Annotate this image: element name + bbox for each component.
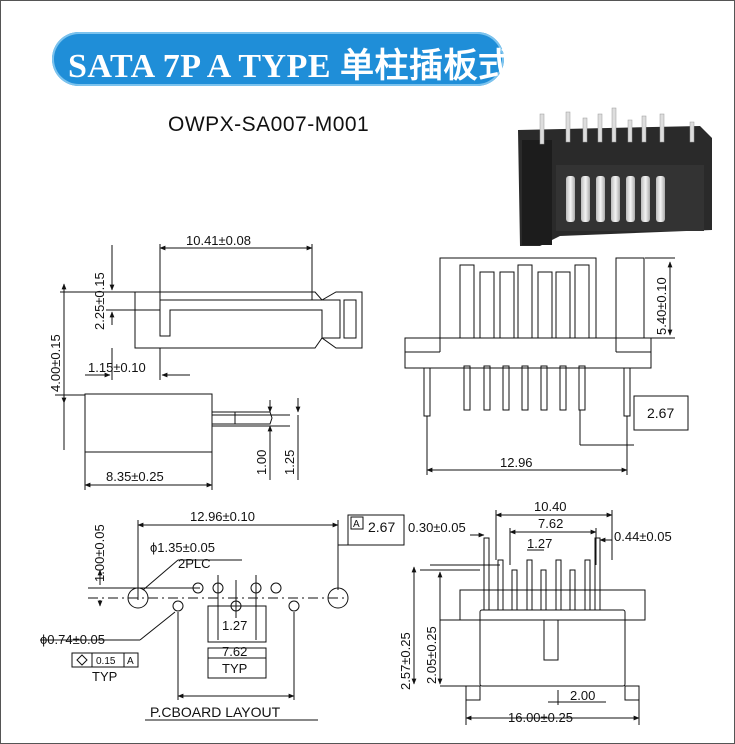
dim-12-96-tol: 12.96±0.10 (190, 509, 255, 524)
dim-phi-0-74: ϕ0.74±0.05 (40, 632, 105, 647)
dim-1-27-b: 1.27 (527, 536, 552, 551)
top-view-face (55, 244, 363, 450)
dim-1-27-box: 1.27 (222, 618, 247, 633)
dim-7-62: 7.62 (222, 644, 247, 659)
dimension-labels: 10.41±0.08 2.25±0.15 4.00±0.15 1.15±0.10… (40, 233, 674, 725)
dim-0-30: 0.30±0.05 (408, 520, 466, 535)
dim-4-00: 4.00±0.15 (48, 334, 63, 392)
dim-0-44: 0.44±0.05 (614, 529, 672, 544)
label-typ: TYP (92, 669, 117, 684)
dim-7-62-b: 7.62 (538, 516, 563, 531)
title-banner (52, 32, 504, 86)
label-2plc: 2PLC (178, 556, 211, 571)
connector-photo (518, 107, 712, 246)
dim-1-15: 1.15±0.10 (88, 360, 146, 375)
dim-1-00-tol: 1.00±0.05 (92, 524, 107, 582)
dim-12-96: 12.96 (500, 455, 533, 470)
dim-1-25: 1.25 (282, 450, 297, 475)
front-view (404, 257, 689, 475)
dim-2-25: 2.25±0.15 (92, 272, 107, 330)
dim-1-00: 1.00 (254, 450, 269, 475)
dim-2-57: 2.57±0.25 (398, 632, 413, 690)
part-number: OWPX-SA007-M001 (168, 113, 370, 136)
dim-2-05: 2.05±0.25 (424, 626, 439, 684)
dim-2-67-box: 2.67 (647, 405, 674, 421)
dim-phi-1-35: ϕ1.35±0.05 (150, 540, 215, 555)
dim-8-35: 8.35±0.25 (106, 469, 164, 484)
dim-10-40: 10.40 (534, 499, 567, 514)
bottom-side-view (411, 510, 646, 725)
dim-16-00: 16.00±0.25 (508, 710, 573, 725)
tolerance-value: 0.15 (96, 656, 116, 667)
datum-a-value: 2.67 (368, 519, 395, 535)
dim-5-40: 5.40±0.10 (654, 277, 669, 335)
page-title: SATA 7P A TYPE 单柱插板式 (68, 48, 513, 85)
dim-10-41: 10.41±0.08 (186, 233, 251, 248)
label-typ-box: TYP (222, 661, 247, 676)
dim-2-00: 2.00 (570, 688, 595, 703)
tolerance-datum: A (127, 656, 134, 667)
pcb-layout-label: P.CBOARD LAYOUT (150, 704, 281, 720)
datum-a: A (353, 519, 360, 530)
side-view (84, 393, 301, 490)
pcb-layout-view (40, 514, 405, 721)
